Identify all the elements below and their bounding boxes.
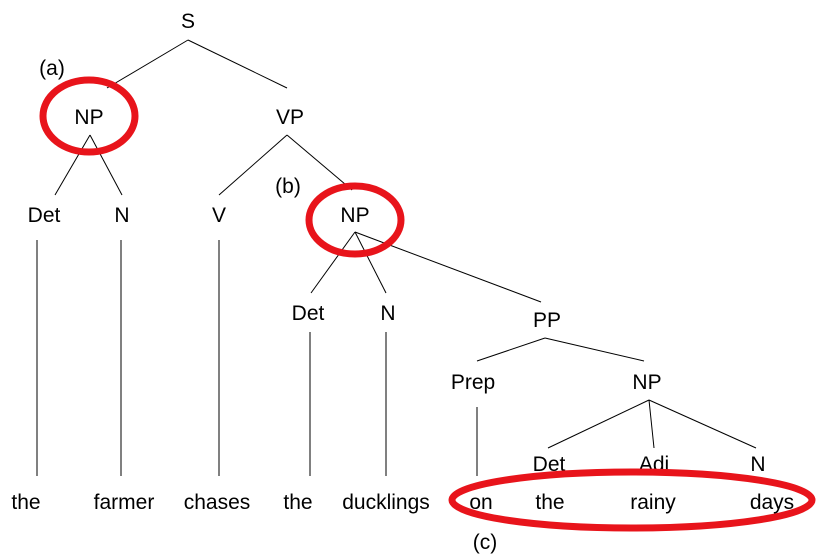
highlight-ring-a	[39, 76, 139, 156]
edge-np3-n	[648, 399, 757, 449]
highlight-rings	[39, 76, 816, 532]
word-the-3: the	[535, 491, 564, 514]
node-prep: Prep	[451, 371, 495, 394]
node-np-subject: NP	[74, 106, 103, 129]
word-the-1: the	[11, 491, 40, 514]
annotation-labels: (a) (b) (c)	[39, 57, 497, 554]
word-on: on	[469, 491, 492, 514]
node-det-2: Det	[292, 302, 325, 325]
node-det-1: Det	[28, 204, 61, 227]
node-np-object: NP	[340, 204, 369, 227]
edge-np3-adj	[648, 399, 655, 449]
label-a: (a)	[39, 57, 65, 80]
node-n-1: N	[114, 204, 129, 227]
node-np-pp: NP	[632, 371, 661, 394]
highlight-ring-c	[448, 468, 816, 532]
node-n-2: N	[380, 302, 395, 325]
word-the-2: the	[283, 491, 312, 514]
highlight-ring-b	[305, 182, 405, 258]
node-n-3: N	[750, 453, 765, 476]
node-det-3: Det	[533, 453, 566, 476]
edge-pp-prep	[476, 337, 546, 362]
edge-np-n	[89, 134, 123, 196]
edge-pp-np	[544, 337, 645, 362]
node-s: S	[181, 10, 195, 33]
edge-vp-np	[286, 134, 353, 191]
tree-nodes: S NP VP Det N V NP Det N PP Prep NP Det …	[28, 10, 766, 476]
sentence-words: the farmer chases the ducklings on the r…	[11, 491, 794, 514]
word-ducklings: ducklings	[342, 491, 430, 514]
label-b: (b)	[275, 175, 301, 198]
label-c: (c)	[473, 531, 498, 554]
word-farmer: farmer	[94, 491, 155, 514]
tree-edges	[36, 39, 757, 476]
node-pp: PP	[533, 309, 561, 332]
edge-np3-det	[547, 399, 650, 449]
edge-s-np	[106, 39, 189, 89]
word-chases: chases	[184, 491, 251, 514]
word-rainy: rainy	[630, 491, 676, 514]
node-v: V	[212, 204, 226, 227]
edge-np2-det	[310, 231, 356, 294]
node-vp: VP	[276, 106, 304, 129]
edge-vp-v	[218, 134, 288, 196]
edge-s-vp	[187, 39, 288, 89]
edge-np2-pp	[354, 231, 542, 303]
edge-np2-n	[354, 231, 387, 294]
word-days: days	[750, 491, 794, 514]
edge-np-det	[54, 134, 91, 196]
